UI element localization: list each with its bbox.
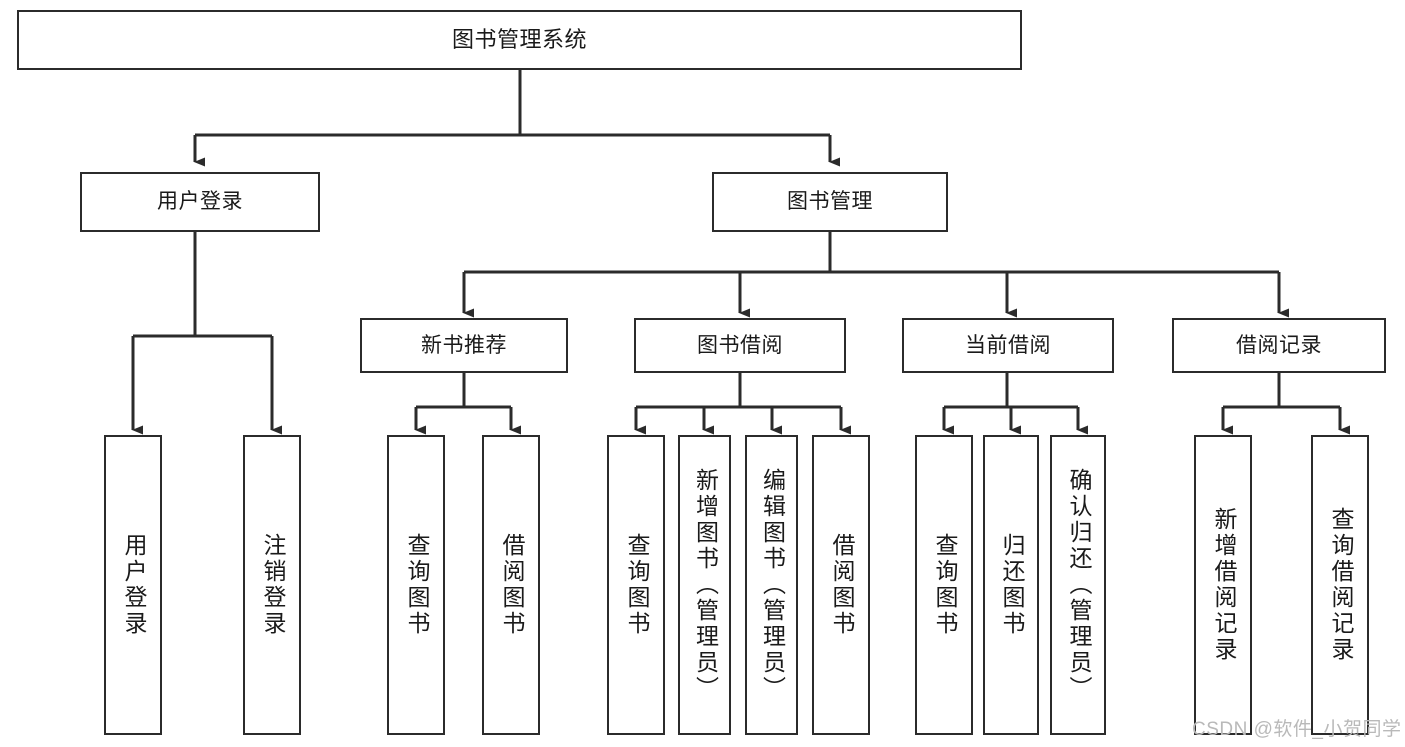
node-leaf-confirm-return[interactable]: 确认归还（管理员）	[1050, 435, 1106, 735]
node-leaf-query-record[interactable]: 查询借阅记录	[1311, 435, 1369, 735]
node-label: 查询图书	[623, 533, 650, 637]
node-book-manage[interactable]: 图书管理	[712, 172, 948, 232]
node-leaf-query-book-2[interactable]: 查询图书	[607, 435, 665, 735]
node-book-borrow[interactable]: 图书借阅	[634, 318, 846, 373]
node-label: 图书管理系统	[451, 26, 587, 52]
node-label: 当前借阅	[965, 333, 1051, 357]
node-label: 新增借阅记录	[1210, 507, 1237, 663]
node-leaf-edit-book[interactable]: 编辑图书（管理员）	[745, 435, 798, 735]
node-root-system[interactable]: 图书管理系统	[17, 10, 1022, 70]
node-leaf-borrow-book-2[interactable]: 借阅图书	[812, 435, 870, 735]
node-leaf-return-book[interactable]: 归还图书	[983, 435, 1039, 735]
node-leaf-user-logout[interactable]: 注销登录	[243, 435, 301, 735]
node-label: 编辑图书（管理员）	[759, 468, 786, 702]
node-label: 图书管理	[787, 190, 873, 214]
node-label: 新书推荐	[421, 333, 507, 357]
node-label: 确认归还（管理员）	[1065, 468, 1092, 702]
node-new-book-recommend[interactable]: 新书推荐	[360, 318, 568, 373]
node-label: 借阅记录	[1236, 333, 1322, 357]
node-label: 借阅图书	[828, 533, 855, 637]
node-leaf-add-record[interactable]: 新增借阅记录	[1194, 435, 1252, 735]
node-borrow-record[interactable]: 借阅记录	[1172, 318, 1386, 373]
node-label: 查询图书	[403, 533, 430, 637]
node-label: 借阅图书	[498, 533, 525, 637]
node-label: 用户登录	[157, 190, 243, 214]
node-label: 查询图书	[931, 533, 958, 637]
node-leaf-query-book-3[interactable]: 查询图书	[915, 435, 973, 735]
node-label: 归还图书	[998, 533, 1025, 637]
node-leaf-query-book-1[interactable]: 查询图书	[387, 435, 445, 735]
node-leaf-user-login[interactable]: 用户登录	[104, 435, 162, 735]
node-label: 注销登录	[259, 533, 286, 637]
node-current-borrow[interactable]: 当前借阅	[902, 318, 1114, 373]
node-label: 查询借阅记录	[1327, 507, 1354, 663]
watermark-text: CSDN @软件_小贺同学	[1192, 719, 1402, 740]
node-label: 新增图书（管理员）	[692, 468, 719, 702]
node-label: 用户登录	[120, 533, 147, 637]
node-label: 图书借阅	[697, 333, 783, 357]
node-leaf-add-book[interactable]: 新增图书（管理员）	[678, 435, 731, 735]
node-leaf-borrow-book-1[interactable]: 借阅图书	[482, 435, 540, 735]
node-user-login[interactable]: 用户登录	[80, 172, 320, 232]
